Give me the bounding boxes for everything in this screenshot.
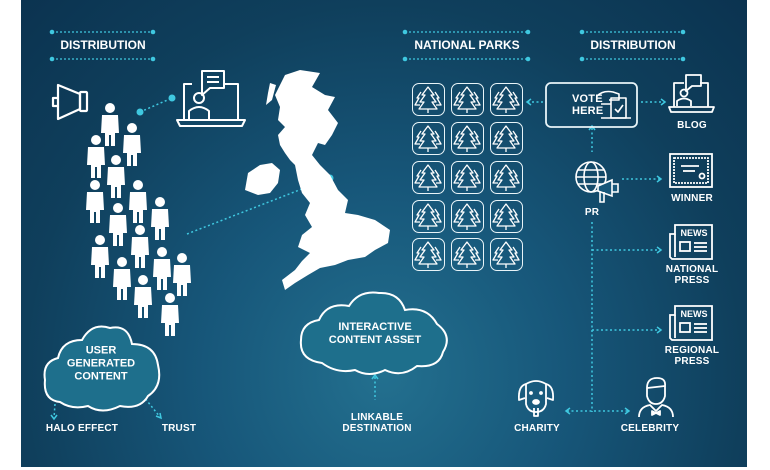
trees-icon <box>414 241 442 268</box>
trees-icon <box>453 164 481 191</box>
blog-icon <box>668 74 715 113</box>
trees-icon <box>492 203 520 230</box>
label-blog: BLOG <box>677 120 707 131</box>
label-regional-press: REGIONAL PRESS <box>665 345 719 367</box>
national-park-tile <box>490 122 523 155</box>
national-park-tile <box>451 238 484 271</box>
ugc-line-1: USER <box>85 344 117 357</box>
national-park-tile <box>412 161 445 194</box>
label-pr: PR <box>584 207 600 218</box>
ugc-line-3: CONTENT <box>74 370 128 383</box>
trees-icon <box>453 86 481 113</box>
trees-icon <box>492 125 520 152</box>
regional-press-line-2: PRESS <box>674 356 710 367</box>
heading-national-parks: NATIONAL PARKS <box>414 38 520 52</box>
crowd-people-icon <box>86 103 191 336</box>
national-park-tile <box>412 238 445 271</box>
globe-megaphone-icon <box>575 161 619 203</box>
trees-icon <box>414 125 442 152</box>
trees-icon <box>492 241 520 268</box>
uk-map <box>245 70 390 290</box>
trees-icon <box>453 203 481 230</box>
national-park-tile <box>412 200 445 233</box>
national-park-tile <box>412 122 445 155</box>
news-text: NEWS <box>681 309 708 319</box>
vote-line-1: VOTE <box>572 93 603 105</box>
ugc-line-2: GENERATED <box>66 357 136 370</box>
national-press-line-1: NATIONAL <box>665 264 719 275</box>
national-park-tile <box>451 83 484 116</box>
megaphone-icon <box>51 83 89 121</box>
national-park-tile <box>490 238 523 271</box>
interactive-cloud-text: INTERACTIVE CONTENT ASSET <box>329 321 422 347</box>
laptop-video-chat-icon <box>176 70 246 127</box>
regional-press-line-1: REGIONAL <box>664 345 720 356</box>
interactive-content-cloud <box>299 291 448 375</box>
national-park-tile <box>490 200 523 233</box>
heading-distribution-left: DISTRIBUTION <box>60 38 146 52</box>
interactive-line-1: INTERACTIVE <box>338 321 412 333</box>
ugc-cloud-text: USER GENERATED CONTENT <box>67 345 135 384</box>
national-park-tile <box>451 200 484 233</box>
label-national-press: NATIONAL PRESS <box>666 264 719 286</box>
trees-icon <box>453 241 481 268</box>
vote-here-label: VOTE HERE <box>572 93 603 117</box>
news-text: NEWS <box>681 228 708 238</box>
linkable-line-1: LINKABLE <box>350 412 404 423</box>
national-park-tile <box>451 161 484 194</box>
label-celebrity: CELEBRITY <box>620 423 680 434</box>
label-trust: TRUST <box>161 423 197 434</box>
trees-icon <box>414 203 442 230</box>
trees-icon <box>414 164 442 191</box>
trees-icon <box>492 86 520 113</box>
celebrity-icon <box>638 377 674 418</box>
trees-icon <box>492 164 520 191</box>
linkable-line-2: DESTINATION <box>342 423 412 434</box>
heading-distribution-right: DISTRIBUTION <box>590 38 676 52</box>
label-winner: WINNER <box>671 193 713 204</box>
label-halo-effect: HALO EFFECT <box>45 423 119 434</box>
national-newspaper-icon: NEWS <box>669 224 713 260</box>
trees-icon <box>453 125 481 152</box>
label-charity: CHARITY <box>514 423 560 434</box>
national-press-line-2: PRESS <box>674 275 710 286</box>
trees-icon <box>414 86 442 113</box>
national-park-tile <box>490 83 523 116</box>
regional-newspaper-icon: NEWS <box>669 305 713 341</box>
interactive-line-2: CONTENT ASSET <box>328 334 422 346</box>
certificate-icon <box>669 153 713 188</box>
vote-line-2: HERE <box>572 105 604 117</box>
national-park-tile <box>490 161 523 194</box>
national-park-tile <box>412 83 445 116</box>
national-park-tile <box>451 122 484 155</box>
ugc-cloud <box>43 325 161 412</box>
dog-icon <box>517 380 555 417</box>
label-linkable-destination: LINKABLE DESTINATION <box>342 412 411 434</box>
vote-here-box <box>545 82 638 128</box>
